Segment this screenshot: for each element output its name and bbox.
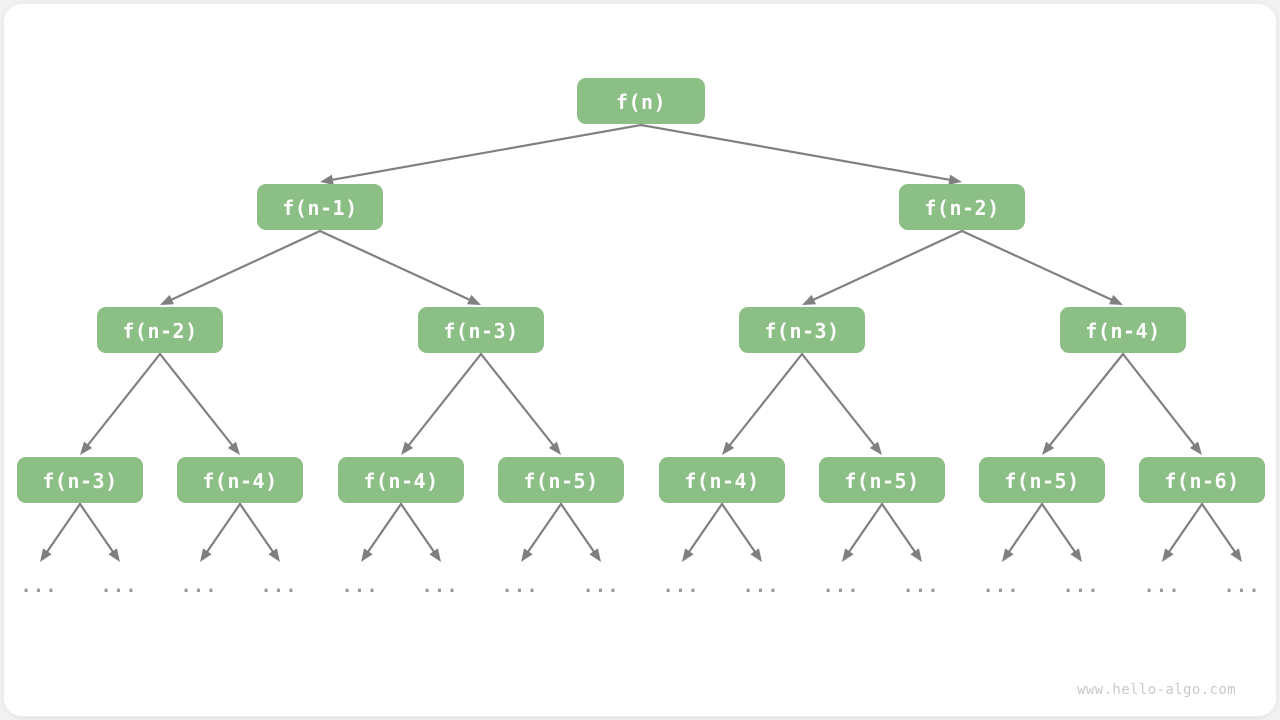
edge-n5-to-n11: [722, 352, 804, 455]
tree-node-label: f(n-4): [363, 469, 438, 493]
edge-n2-to-n5: [802, 229, 964, 305]
leaf-edge-n14-15: [1200, 502, 1242, 562]
nodes-layer: f(n) f(n-1) f(n-2) f(n-2) f(n-3) f(n-3) f(n-4)…: [17, 78, 1265, 503]
leaf-edge-n12-11: [880, 502, 922, 562]
tree-node-n9[interactable]: f(n-4): [338, 457, 464, 503]
tree-node-n4[interactable]: f(n-3): [418, 307, 544, 353]
ellipsis-marker: ...: [501, 575, 538, 597]
ellipsis-marker: ...: [902, 575, 939, 597]
tree-node-label: f(n-2): [924, 196, 999, 220]
tree-node-n1[interactable]: f(n-1): [257, 184, 383, 230]
edge-n6-to-n13: [1042, 352, 1125, 455]
tree-node-n6[interactable]: f(n-4): [1060, 307, 1186, 353]
watermark-label: www.hello-algo.com: [1077, 682, 1236, 698]
ellipsis-marker: ...: [260, 575, 297, 597]
leaf-edge-n10-6: [521, 502, 563, 562]
leaf-edge-n14-14: [1162, 502, 1204, 562]
tree-node-n0[interactable]: f(n): [577, 78, 705, 124]
leaf-edge-n7-1: [78, 502, 120, 562]
ellipsis-marker: ...: [341, 575, 378, 597]
leaf-edge-n13-13: [1040, 502, 1082, 562]
tree-node-label: f(n-5): [523, 469, 598, 493]
edge-n5-to-n12: [800, 352, 882, 455]
leaf-edge-n10-7: [559, 502, 601, 562]
edge-n4-to-n10: [479, 352, 561, 455]
tree-node-label: f(n-2): [122, 319, 197, 343]
ellipsis-marker: ...: [180, 575, 217, 597]
tree-node-label: f(n-1): [282, 196, 357, 220]
tree-node-n14[interactable]: f(n-6): [1139, 457, 1265, 503]
tree-node-n5[interactable]: f(n-3): [739, 307, 865, 353]
edges-layer: [40, 123, 1242, 562]
edge-n3-to-n8: [158, 352, 240, 455]
edge-n1-to-n3: [160, 229, 322, 305]
leaf-edge-n9-5: [399, 502, 441, 562]
ellipsis-marker: ...: [1062, 575, 1099, 597]
edge-n3-to-n7: [80, 352, 162, 455]
tree-node-label: f(n-3): [42, 469, 117, 493]
edge-n4-to-n9: [401, 352, 483, 455]
tree-node-label: f(n-4): [684, 469, 759, 493]
tree-node-label: f(n-5): [1004, 469, 1079, 493]
tree-node-n8[interactable]: f(n-4): [177, 457, 303, 503]
tree-node-n13[interactable]: f(n-5): [979, 457, 1105, 503]
edge-n1-to-n4: [318, 229, 481, 305]
tree-node-label: f(n-3): [443, 319, 518, 343]
tree-node-n3[interactable]: f(n-2): [97, 307, 223, 353]
leaf-edge-n8-2: [200, 502, 242, 562]
ellipsis-marker: ...: [1223, 575, 1260, 597]
tree-node-label: f(n): [616, 90, 666, 114]
edge-n0-to-n2: [639, 123, 962, 185]
tree-node-n12[interactable]: f(n-5): [819, 457, 945, 503]
tree-node-n11[interactable]: f(n-4): [659, 457, 785, 503]
tree-node-n2[interactable]: f(n-2): [899, 184, 1025, 230]
tree-node-label: f(n-3): [764, 319, 839, 343]
leaf-edge-n9-4: [361, 502, 403, 562]
edge-n0-to-n1: [320, 123, 643, 185]
leaf-edge-n11-8: [682, 502, 724, 562]
recursion-tree-diagram: f(n) f(n-1) f(n-2) f(n-2) f(n-3) f(n-3) f(n-4)…: [17, 78, 1265, 698]
tree-node-label: f(n-4): [202, 469, 277, 493]
edge-n2-to-n6: [960, 229, 1123, 305]
ellipsis-marker: ...: [421, 575, 458, 597]
ellipsis-marker: ...: [1143, 575, 1180, 597]
tree-node-n10[interactable]: f(n-5): [498, 457, 624, 503]
leaf-edge-n12-10: [842, 502, 884, 562]
ellipsis-marker: ...: [662, 575, 699, 597]
ellipsis-marker: ...: [100, 575, 137, 597]
ellipsis-marker: ...: [982, 575, 1019, 597]
tree-node-label: f(n-5): [844, 469, 919, 493]
leaf-edge-n7-0: [40, 502, 82, 562]
leaf-edge-n13-12: [1002, 502, 1044, 562]
leaf-edge-n11-9: [720, 502, 762, 562]
ellipsis-layer: ........................................…: [20, 575, 1260, 597]
ellipsis-marker: ...: [20, 575, 57, 597]
tree-node-label: f(n-6): [1164, 469, 1239, 493]
edge-n6-to-n14: [1121, 352, 1202, 455]
diagram-card: f(n) f(n-1) f(n-2) f(n-2) f(n-3) f(n-3) f(n-4)…: [4, 4, 1276, 716]
ellipsis-marker: ...: [742, 575, 779, 597]
ellipsis-marker: ...: [822, 575, 859, 597]
tree-node-n7[interactable]: f(n-3): [17, 457, 143, 503]
leaf-edge-n8-3: [238, 502, 280, 562]
tree-node-label: f(n-4): [1085, 319, 1160, 343]
ellipsis-marker: ...: [582, 575, 619, 597]
